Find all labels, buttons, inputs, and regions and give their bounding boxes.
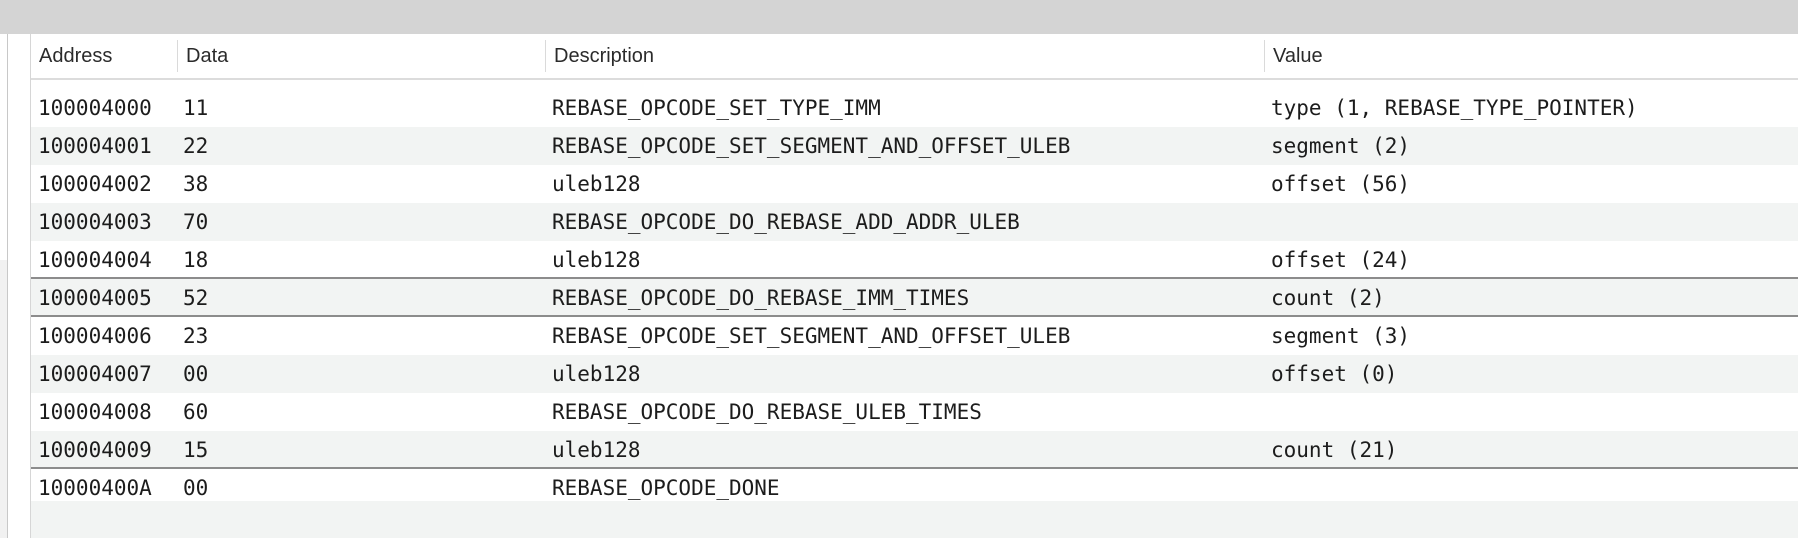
column-divider[interactable] xyxy=(177,40,178,72)
description-cell: uleb128 xyxy=(552,172,641,196)
table-row[interactable]: 100004003 70 REBASE_OPCODE_DO_REBASE_ADD… xyxy=(31,203,1798,241)
data-cell: 52 xyxy=(183,286,209,310)
data-cell: 11 xyxy=(183,96,209,120)
value-cell: count (21) xyxy=(1271,438,1398,462)
column-header-address[interactable]: Address xyxy=(39,45,113,67)
value-cell: offset (0) xyxy=(1271,362,1398,386)
table-row[interactable]: 100004008 60 REBASE_OPCODE_DO_REBASE_ULE… xyxy=(31,393,1798,431)
description-cell: REBASE_OPCODE_SET_SEGMENT_AND_OFFSET_ULE… xyxy=(552,324,1071,348)
data-cell: 18 xyxy=(183,248,209,272)
value-cell: segment (3) xyxy=(1271,324,1411,348)
address-cell: 100004009 xyxy=(38,438,152,462)
data-cell: 22 xyxy=(183,134,209,158)
address-cell: 100004004 xyxy=(38,248,152,272)
address-cell: 100004008 xyxy=(38,400,152,424)
data-cell: 38 xyxy=(183,172,209,196)
table-body: 100004000 11 REBASE_OPCODE_SET_TYPE_IMM … xyxy=(31,89,1798,507)
value-cell: type (1, REBASE_TYPE_POINTER) xyxy=(1271,96,1638,120)
description-cell: REBASE_OPCODE_DO_REBASE_ADD_ADDR_ULEB xyxy=(552,210,1020,234)
description-cell: REBASE_OPCODE_DONE xyxy=(552,476,780,500)
address-cell: 100004005 xyxy=(38,286,152,310)
address-cell: 100004000 xyxy=(38,96,152,120)
address-cell: 100004007 xyxy=(38,362,152,386)
table-row[interactable]: 10000400A 00 REBASE_OPCODE_DONE xyxy=(31,469,1798,507)
column-header-description[interactable]: Description xyxy=(554,45,655,67)
address-cell: 100004002 xyxy=(38,172,152,196)
data-cell: 70 xyxy=(183,210,209,234)
table-row[interactable]: 100004002 38 uleb128 offset (56) xyxy=(31,165,1798,203)
data-cell: 00 xyxy=(183,476,209,500)
description-cell: uleb128 xyxy=(552,248,641,272)
address-cell: 100004003 xyxy=(38,210,152,234)
address-cell: 10000400A xyxy=(38,476,152,500)
window-title-strip xyxy=(0,0,1798,34)
description-cell: REBASE_OPCODE_DO_REBASE_IMM_TIMES xyxy=(552,286,970,310)
data-cell: 00 xyxy=(183,362,209,386)
column-header-data[interactable]: Data xyxy=(186,45,229,67)
data-cell: 60 xyxy=(183,400,209,424)
table-row[interactable]: 100004000 11 REBASE_OPCODE_SET_TYPE_IMM … xyxy=(31,89,1798,127)
value-cell: count (2) xyxy=(1271,286,1385,310)
description-cell: REBASE_OPCODE_DO_REBASE_ULEB_TIMES xyxy=(552,400,982,424)
address-cell: 100004001 xyxy=(38,134,152,158)
table-row[interactable]: 100004006 23 REBASE_OPCODE_SET_SEGMENT_A… xyxy=(31,317,1798,355)
column-divider[interactable] xyxy=(545,40,546,72)
description-cell: REBASE_OPCODE_SET_SEGMENT_AND_OFFSET_ULE… xyxy=(552,134,1071,158)
value-cell: segment (2) xyxy=(1271,134,1411,158)
data-cell: 23 xyxy=(183,324,209,348)
table-row[interactable]: 100004005 52 REBASE_OPCODE_DO_REBASE_IMM… xyxy=(31,279,1798,317)
table-row[interactable]: 100004009 15 uleb128 count (21) xyxy=(31,431,1798,469)
column-header-value[interactable]: Value xyxy=(1273,45,1323,67)
table-row[interactable]: 100004007 00 uleb128 offset (0) xyxy=(31,355,1798,393)
data-cell: 15 xyxy=(183,438,209,462)
description-cell: uleb128 xyxy=(552,362,641,386)
description-cell: uleb128 xyxy=(552,438,641,462)
table-header: Address Data Description Value xyxy=(31,34,1798,80)
value-cell: offset (24) xyxy=(1271,248,1411,272)
column-divider[interactable] xyxy=(1264,40,1265,72)
description-cell: REBASE_OPCODE_SET_TYPE_IMM xyxy=(552,96,881,120)
value-cell: offset (56) xyxy=(1271,172,1411,196)
empty-row-stripe xyxy=(31,501,1798,538)
table-row[interactable]: 100004001 22 REBASE_OPCODE_SET_SEGMENT_A… xyxy=(31,127,1798,165)
address-cell: 100004006 xyxy=(38,324,152,348)
rebase-info-table[interactable]: Address Data Description Value 100004000… xyxy=(30,34,1798,538)
table-row[interactable]: 100004004 18 uleb128 offset (24) xyxy=(31,241,1798,279)
left-sidebar-pane-lower xyxy=(0,260,8,538)
